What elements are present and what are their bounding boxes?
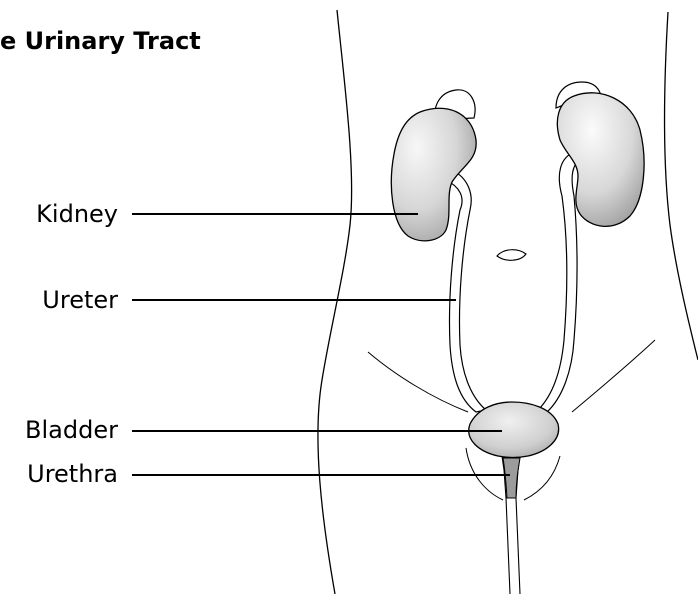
bladder [469,402,559,458]
ureter-left [446,170,486,412]
body-outline-left [318,10,352,594]
ureter-right [538,152,582,412]
navel [497,250,526,261]
body-outline-right [665,12,698,360]
groin-line-right [572,340,655,412]
